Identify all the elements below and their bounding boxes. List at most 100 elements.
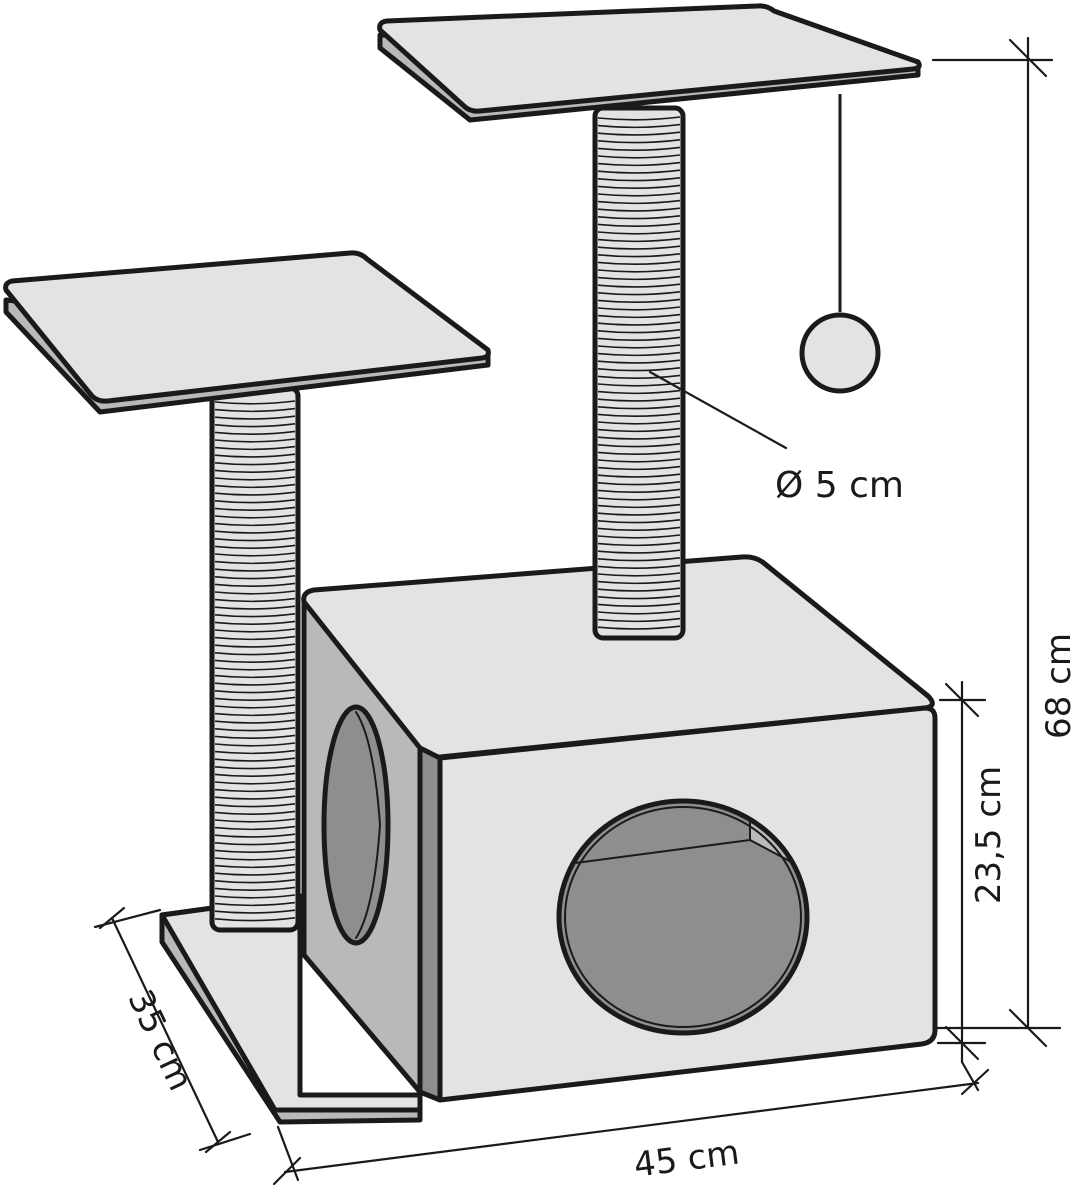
rope-coil [597,534,681,539]
rope-coil [214,810,296,815]
rope-coil [214,719,296,724]
rope-coil [597,306,681,311]
rope-coil [597,496,681,501]
rope-coil [597,557,681,562]
rope-coil [597,177,681,182]
rope-coil [597,336,681,341]
rope-coil [214,917,296,922]
cat-house-box [301,554,938,1103]
rope-coil [214,749,296,755]
rope-coil [597,344,681,349]
rope-coil [214,552,296,557]
rope-coil [214,696,296,701]
rope-coil [597,222,681,227]
rope-coil [597,526,681,531]
rope-coil [597,275,681,281]
rope-coil [597,625,681,630]
rope-coil [597,260,681,265]
label-total-height: 68 cm [1039,633,1074,739]
rope-coil [597,313,681,319]
rope-coil [597,602,681,607]
rope-coil [597,230,681,235]
rope-coil [214,491,296,496]
rope-coil [597,184,681,189]
rope-coil [597,435,681,440]
rope-coil [597,291,681,296]
rope-coil [214,894,296,899]
rope-coil [597,146,681,151]
rope-coil [214,803,296,808]
rope-coil [597,473,681,478]
rope-coil [214,423,296,428]
rope-coil [214,825,296,831]
rope-coil [597,389,681,395]
label-box-height: 23,5 cm [969,766,1009,904]
rope-coil [214,901,296,907]
rope-coil [214,871,296,876]
rope-coil [214,909,296,914]
rope-coil [214,407,296,413]
rope-coil [214,461,296,466]
rope-coil [214,833,296,838]
rope-coil [597,397,681,402]
rope-coil [214,476,296,481]
rope-coil [214,620,296,625]
rope-coil [597,405,681,410]
rope-coil [597,154,681,159]
rope-coil [214,582,296,587]
rope-coil [597,420,681,425]
rope-coil [597,564,681,569]
rope-coil [214,430,296,435]
rope-coil [597,412,681,417]
rope-coil [597,298,681,303]
rope-coil [214,605,296,610]
rope-coil [214,689,296,694]
rope-coil [597,572,681,577]
rope-coil [214,742,296,747]
rope-coil [597,207,681,212]
toy-ball [799,312,881,394]
rope-coil [214,711,296,717]
rope-coil [597,519,681,524]
rope-coil [597,511,681,516]
rope-coil [214,521,296,527]
rope-coil [597,541,681,547]
left-platform [3,250,491,415]
rope-coil [597,215,681,220]
rope-coil [597,245,681,250]
rope-coil [214,514,296,519]
rope-coil [597,161,681,167]
rope-coil [214,415,296,420]
rope-coil [214,879,296,884]
front-entrance [556,798,810,1036]
rope-coil [214,438,296,443]
rope-coil [597,450,681,455]
rope-coil [214,765,296,770]
rope-coil [597,367,681,372]
rope-coil [214,658,296,663]
rope-coil [597,595,681,600]
rope-coil [214,734,296,739]
rope-coil [597,192,681,197]
rope-coil [214,681,296,686]
rope-coil [597,169,681,174]
rope-coil [214,673,296,679]
rope-coil [214,856,296,861]
tall-scratching-post [592,105,686,641]
rope-coil [597,359,681,364]
rope-coil [214,597,296,603]
rope-coil [214,483,296,489]
rope-coil [214,772,296,777]
rope-coil [214,841,296,846]
rope-coil [214,613,296,618]
left-scratching-post [209,385,301,933]
rope-coil [214,567,296,572]
rope-coil [214,544,296,549]
label-width: 45 cm [632,1133,742,1186]
rope-coil [214,780,296,785]
rope-coil [214,727,296,732]
rope-coil [597,610,681,615]
rope-coil [214,529,296,534]
rope-coil [214,643,296,648]
